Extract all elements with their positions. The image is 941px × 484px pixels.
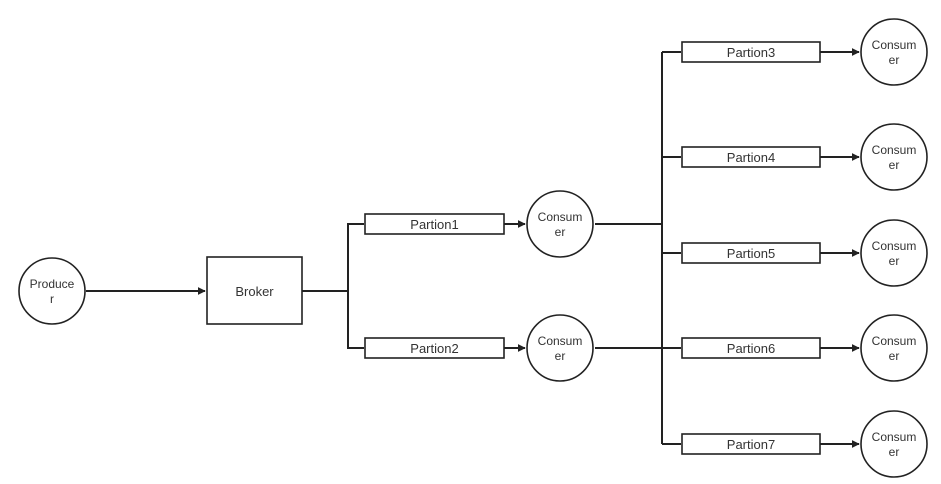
consumer6-node[interactable]: Consum er [860, 314, 928, 382]
consumer5-circle [860, 219, 928, 287]
partion4-box [681, 146, 821, 168]
partion3-node[interactable]: Partion3 [681, 41, 821, 63]
consumer7-label-line2: er [889, 445, 900, 459]
consumer4-circle [860, 123, 928, 191]
partion5-box [681, 242, 821, 264]
partion6-box [681, 337, 821, 359]
producer-node[interactable]: Produce r [18, 257, 86, 325]
partion5-node[interactable]: Partion5 [681, 242, 821, 264]
consumer7-label-line1: Consum [872, 430, 917, 444]
consumer2-label-line2: er [555, 349, 566, 363]
consumer1-label-line2: er [555, 225, 566, 239]
consumer2-node[interactable]: Consum er [526, 314, 594, 382]
consumer3-circle [860, 18, 928, 86]
consumer3-label-line1: Consum [872, 38, 917, 52]
partion6-label: Partion6 [727, 341, 775, 356]
partion4-label: Partion4 [727, 150, 775, 165]
consumer3-node[interactable]: Consum er [860, 18, 928, 86]
partion2-box [364, 337, 505, 359]
partion3-label: Partion3 [727, 45, 775, 60]
partion6-node[interactable]: Partion6 [681, 337, 821, 359]
consumer5-label-line2: er [889, 254, 900, 268]
consumer4-label-line1: Consum [872, 143, 917, 157]
consumer5-label-line1: Consum [872, 239, 917, 253]
producer-circle [18, 257, 86, 325]
edges [86, 48, 860, 448]
edge-broker-partion2 [347, 291, 364, 349]
consumer2-label-line1: Consum [538, 334, 583, 348]
broker-box [206, 256, 303, 325]
producer-label-line1: Produce [30, 277, 75, 291]
partion4-node[interactable]: Partion4 [681, 146, 821, 168]
producer-label-line2: r [50, 292, 54, 306]
broker-label: Broker [235, 284, 274, 299]
consumer1-node[interactable]: Consum er [526, 190, 594, 258]
partion2-node[interactable]: Partion2 [364, 337, 505, 359]
consumer6-label-line1: Consum [872, 334, 917, 348]
consumer4-node[interactable]: Consum er [860, 123, 928, 191]
partion3-box [681, 41, 821, 63]
consumer7-node[interactable]: Consum er [860, 410, 928, 478]
consumer3-label-line2: er [889, 53, 900, 67]
consumer4-label-line2: er [889, 158, 900, 172]
consumer6-label-line2: er [889, 349, 900, 363]
partion7-node[interactable]: Partion7 [681, 433, 821, 455]
partion1-node[interactable]: Partion1 [364, 213, 505, 235]
consumer7-circle [860, 410, 928, 478]
partion2-label: Partion2 [410, 341, 458, 356]
partion5-label: Partion5 [727, 246, 775, 261]
partion1-box [364, 213, 505, 235]
partion7-label: Partion7 [727, 437, 775, 452]
consumer1-circle [526, 190, 594, 258]
partion7-box [681, 433, 821, 455]
edge-broker-partion1 [347, 223, 364, 291]
consumer1-label-line1: Consum [538, 210, 583, 224]
consumer2-circle [526, 314, 594, 382]
consumer6-circle [860, 314, 928, 382]
partion1-label: Partion1 [410, 217, 458, 232]
consumer5-node[interactable]: Consum er [860, 219, 928, 287]
broker-node[interactable]: Broker [206, 256, 303, 325]
